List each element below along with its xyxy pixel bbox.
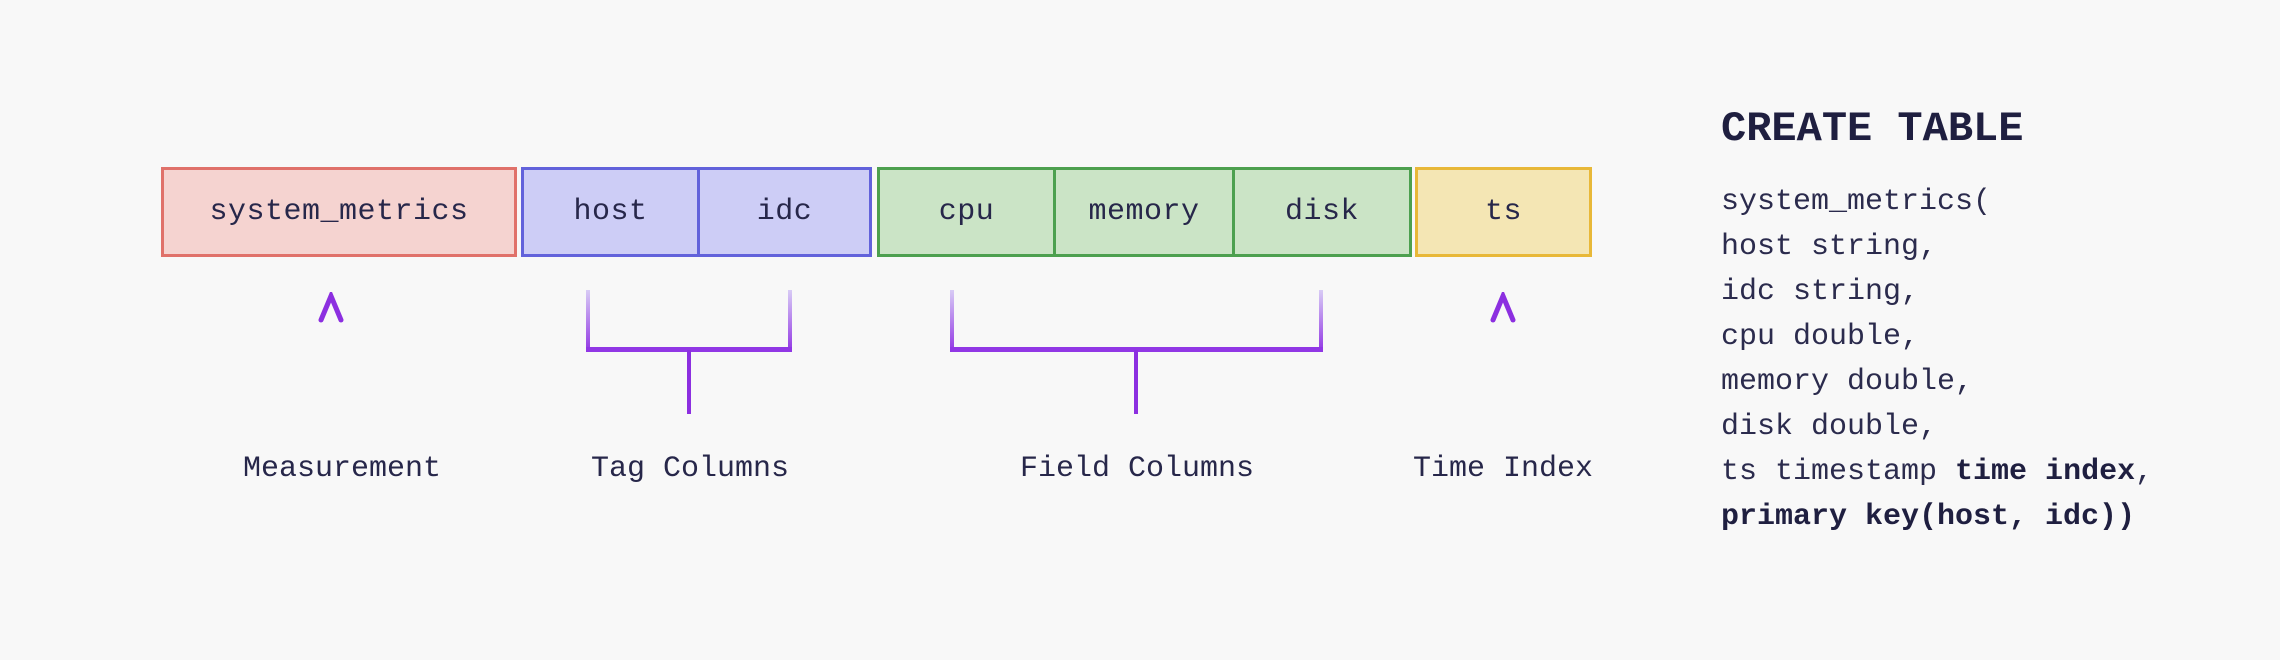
- sql-line: cpu double,: [1721, 320, 1920, 354]
- time-index-up-arrow-icon: [1490, 292, 1516, 420]
- bracket-left-line: [586, 290, 590, 352]
- sql-line: idc string,: [1721, 275, 1920, 309]
- field-columns-label: Field Columns: [1019, 452, 1255, 486]
- time-index-label: Time Index: [1412, 452, 1594, 486]
- bracket-stem-line: [1134, 350, 1138, 414]
- field-column-box-disk: disk: [1232, 167, 1412, 257]
- sql-line-time-index: ts timestamp time index,: [1721, 450, 2153, 495]
- bracket-bottom-line: [950, 347, 1323, 352]
- bracket-stem-line: [687, 350, 691, 414]
- sql-keyword-time-index: time index: [1955, 455, 2136, 489]
- sql-title: CREATE TABLE: [1721, 105, 2024, 153]
- measurement-label: Measurement: [242, 452, 442, 486]
- sql-line-primary-key: primary key(host, idc)): [1721, 500, 2136, 534]
- tag-columns-label: Tag Columns: [590, 452, 790, 486]
- sql-line: memory double,: [1721, 365, 1974, 399]
- sql-line: disk double,: [1721, 410, 1938, 444]
- sql-text: ts timestamp: [1721, 455, 1956, 489]
- sql-text: ,: [2135, 455, 2154, 489]
- time-index-box: ts: [1415, 167, 1592, 257]
- measurement-box: system_metrics: [161, 167, 517, 257]
- create-table-sql-block: CREATE TABLE system_metrics( host string…: [1721, 104, 2153, 540]
- field-column-box-memory: memory: [1053, 167, 1235, 257]
- measurement-up-arrow-icon: [318, 292, 344, 420]
- bracket-left-line: [950, 290, 954, 352]
- bracket-bottom-line: [586, 347, 792, 352]
- sql-line: host string,: [1721, 230, 1938, 264]
- bracket-right-line: [1319, 290, 1323, 352]
- bracket-right-line: [788, 290, 792, 352]
- tag-column-box-idc: idc: [697, 167, 872, 257]
- tag-column-box-host: host: [521, 167, 700, 257]
- sql-line: system_metrics(: [1721, 185, 1992, 219]
- field-column-box-cpu: cpu: [877, 167, 1056, 257]
